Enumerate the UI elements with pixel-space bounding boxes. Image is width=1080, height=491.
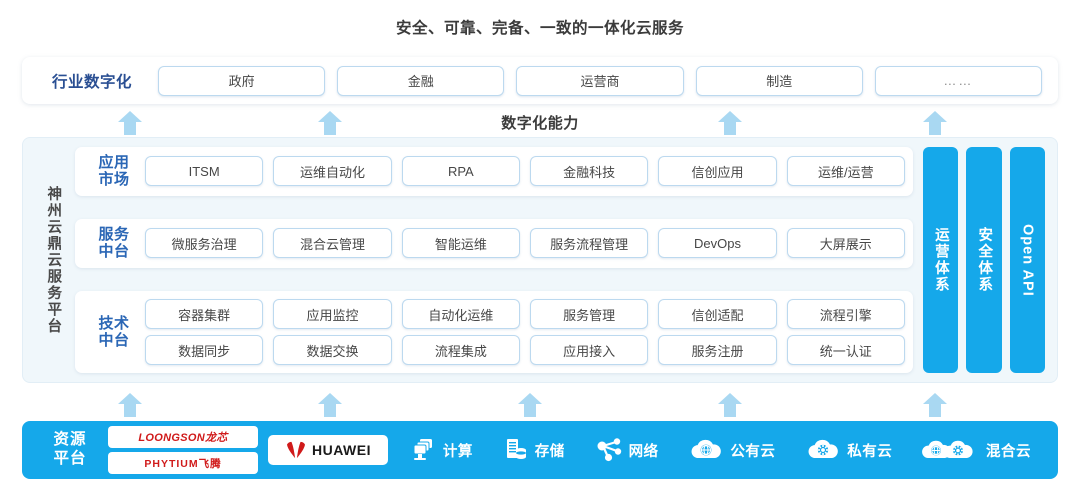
chip-dashboard[interactable]: 大屏展示 [786, 228, 905, 259]
up-arrow-icon [317, 110, 343, 136]
chip-ops-automation[interactable]: 运维自动化 [273, 156, 392, 187]
chip-itsm[interactable]: ITSM [145, 156, 264, 187]
chip-container-cluster[interactable]: 容器集群 [145, 299, 264, 329]
platform-vertical-label: 神州云鼎云服务平台 [45, 185, 62, 335]
cloud-service-platform-panel: 神州云鼎云服务平台 应用 市场 ITSM 运维自动化 RPA 金融科技 信创应用… [22, 137, 1058, 383]
phytium-logo: PHYTIUM飞腾 [108, 452, 258, 474]
chip-aiops[interactable]: 智能运维 [401, 228, 520, 259]
chip-xinchuang-adaptation[interactable]: 信创适配 [658, 299, 777, 329]
resource-item-storage[interactable]: 存储 [503, 437, 565, 463]
resource-item-network[interactable]: 网络 [595, 437, 659, 463]
chip-rpa[interactable]: RPA [401, 156, 520, 187]
chip-app-access[interactable]: 应用接入 [529, 335, 649, 365]
up-arrow-icon [922, 110, 948, 136]
tier-label-technical-platform: 技术 中台 [98, 314, 130, 349]
chip-data-sync[interactable]: 数据同步 [145, 335, 264, 365]
cpu-vendor-logos: LOONGSON龙芯 PHYTIUM飞腾 [108, 426, 258, 474]
tier-service-platform: 服务 中台 微服务治理 混合云管理 智能运维 服务流程管理 DevOps 大屏展… [75, 219, 913, 268]
chip-microservice-governance[interactable]: 微服务治理 [145, 228, 264, 259]
network-icon [597, 438, 621, 462]
chip-unified-auth[interactable]: 统一认证 [786, 335, 905, 365]
tier-label-service-platform: 服务 中台 [98, 226, 130, 261]
chip-service-registry[interactable]: 服务注册 [658, 335, 777, 365]
platform-tiers: 应用 市场 ITSM 运维自动化 RPA 金融科技 信创应用 运维/运营 服务 … [75, 147, 913, 373]
chip-automated-ops[interactable]: 自动化运维 [401, 299, 520, 329]
industry-item-finance[interactable]: 金融 [337, 65, 505, 96]
chip-hybrid-cloud-mgmt[interactable]: 混合云管理 [273, 228, 392, 259]
chip-service-process-mgmt[interactable]: 服务流程管理 [529, 228, 649, 259]
storage-icon [506, 439, 526, 459]
public-cloud-icon [691, 439, 722, 458]
huawei-logo: HUAWEI [268, 435, 388, 465]
up-arrow-icon [317, 392, 343, 418]
compute-icon [413, 439, 432, 460]
resource-item-label: 计算 [442, 443, 473, 460]
industry-row-label: 行业数字化 [51, 73, 132, 91]
up-arrow-icon [717, 110, 743, 136]
up-arrow-icon [517, 392, 543, 418]
chip-data-exchange[interactable]: 数据交换 [273, 335, 392, 365]
resource-item-label: 混合云 [986, 443, 1032, 460]
tier-technical-platform: 技术 中台 容器集群 应用监控 自动化运维 服务管理 信创适配 流程引擎 数据同… [75, 291, 913, 373]
chip-app-monitoring[interactable]: 应用监控 [273, 299, 392, 329]
tier-application-market: 应用 市场 ITSM 运维自动化 RPA 金融科技 信创应用 运维/运营 [75, 147, 913, 196]
capability-label: 数字化能力 [501, 115, 579, 132]
industry-digitalization-row: 行业数字化 政府 金融 运营商 制造 …… [22, 57, 1058, 104]
resource-item-hybrid-cloud[interactable]: 混合云 [922, 437, 1031, 463]
resource-items: 计算 存储 [388, 437, 1046, 463]
page-title: 安全、可靠、完备、一致的一体化云服务 [395, 20, 684, 37]
hybrid-cloud-icon [922, 440, 973, 458]
resource-item-compute[interactable]: 计算 [411, 437, 473, 463]
resource-platform-bar: 资源 平台 LOONGSON龙芯 PHYTIUM飞腾 HUAWEI [22, 421, 1058, 479]
platform-side-bars: 运营体系 安全体系 Open API [913, 147, 1045, 373]
huawei-logo-text: HUAWEI [312, 442, 371, 458]
up-arrow-icon [117, 110, 143, 136]
chip-process-engine[interactable]: 流程引擎 [786, 299, 905, 329]
resource-item-label: 公有云 [730, 443, 776, 460]
up-arrow-icon [922, 392, 948, 418]
resource-item-public-cloud[interactable]: 公有云 [688, 437, 775, 463]
up-arrow-icon [717, 392, 743, 418]
tier-label-application-market: 应用 市场 [98, 154, 130, 189]
industry-item-government[interactable]: 政府 [158, 65, 326, 96]
chip-service-mgmt[interactable]: 服务管理 [529, 299, 649, 329]
side-bar-operations-system[interactable]: 运营体系 [923, 147, 959, 373]
side-bar-open-api[interactable]: Open API [1009, 147, 1045, 373]
resource-item-label: 存储 [534, 443, 565, 460]
chip-xinchuang-app[interactable]: 信创应用 [658, 156, 777, 187]
industry-item-manufacturing[interactable]: 制造 [695, 65, 863, 96]
chip-process-integration[interactable]: 流程集成 [401, 335, 520, 365]
resource-platform-label: 资源 平台 [53, 431, 87, 467]
chip-devops[interactable]: DevOps [658, 228, 777, 259]
up-arrow-icon [117, 392, 143, 418]
resource-item-label: 私有云 [847, 443, 893, 460]
resource-item-label: 网络 [628, 443, 659, 460]
side-bar-security-system[interactable]: 安全体系 [966, 147, 1002, 373]
chip-ops-operation[interactable]: 运维/运营 [786, 156, 905, 187]
industry-item-carrier[interactable]: 运营商 [516, 65, 684, 96]
loongson-logo: LOONGSON龙芯 [108, 426, 258, 448]
resource-item-private-cloud[interactable]: 私有云 [805, 437, 892, 463]
chip-fintech[interactable]: 金融科技 [529, 156, 649, 187]
industry-item-more[interactable]: …… [874, 65, 1043, 96]
private-cloud-icon [808, 439, 839, 458]
huawei-flower-icon [287, 441, 305, 459]
